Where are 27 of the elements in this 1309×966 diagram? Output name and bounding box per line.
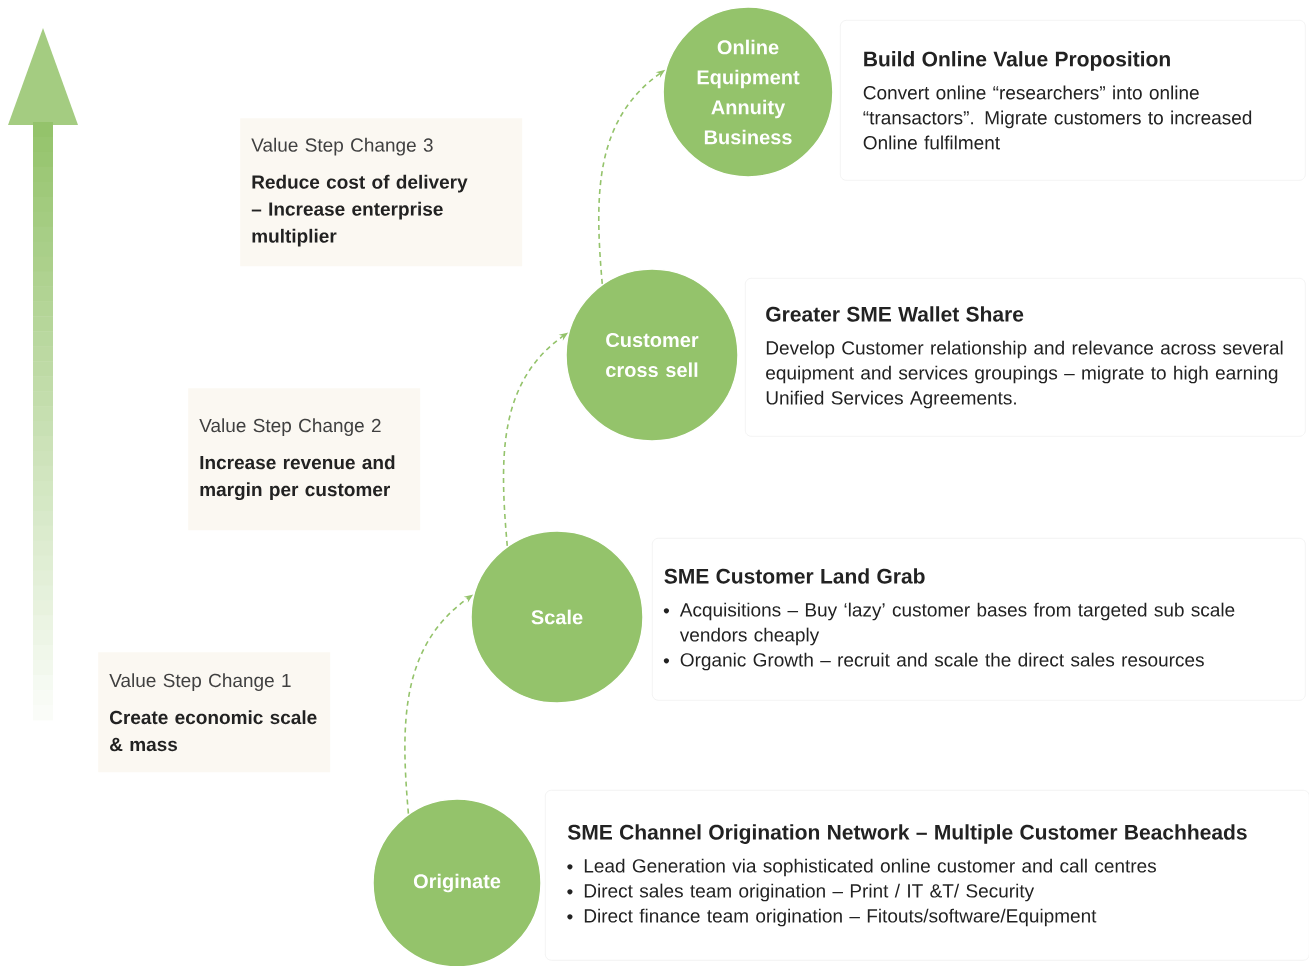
card-heading: SME Customer Land Grab xyxy=(664,568,925,584)
bullet-text: Organic Growth – recruit and scale the direct sales resources xyxy=(680,652,1204,671)
stage-circle xyxy=(372,798,542,966)
card-heading: SME Channel Origination Network – Multiple Customer Beachheads xyxy=(567,824,1247,844)
card-heading: Greater SME Wallet Share xyxy=(766,306,1024,322)
circle-label: Customer cross sell xyxy=(606,332,699,378)
card-heading: Build Online Value Proposition xyxy=(864,51,1170,71)
bullet-text: Direct finance team origination – Fitouts/software/Equipment xyxy=(584,908,1097,927)
bullet-text: Acquisitions – Buy ‘lazy’ customer bases from targeted sub scale vendors cheaply xyxy=(679,602,1235,646)
stage-circle xyxy=(470,530,644,704)
stage-circle xyxy=(662,6,834,178)
step-title: Value Step Change 2 xyxy=(199,418,381,436)
stage-circle xyxy=(565,268,739,442)
card-text: Develop Customer relationship and relevance across several equipment and services groupings – migrate to high earning Unified Services Agreements. xyxy=(766,340,1283,409)
step-description: Increase revenue and margin per customer xyxy=(200,455,395,501)
circle-label: Online Equipment Annuity Business xyxy=(697,39,800,145)
circle-label: Scale xyxy=(531,609,583,625)
step-title: Value Step Change 3 xyxy=(251,137,433,156)
step-description: Reduce cost of delivery – Increase enterprise multiplier xyxy=(251,174,468,247)
step-description: Create economic scale & mass xyxy=(110,710,317,752)
description-card xyxy=(652,538,1306,701)
description-card xyxy=(545,790,1309,961)
card-text: Convert online “researchers” into online “transactors”. Migrate customers to increased Online fulfilment xyxy=(863,85,1252,150)
bullet-text: Direct sales team origination – Print / IT &T/ Security xyxy=(584,883,1035,902)
step-title: Value Step Change 1 xyxy=(109,673,291,691)
circle-label: Originate xyxy=(413,873,501,893)
bullet-text: Lead Generation via sophisticated online customer and call centres xyxy=(584,858,1156,877)
